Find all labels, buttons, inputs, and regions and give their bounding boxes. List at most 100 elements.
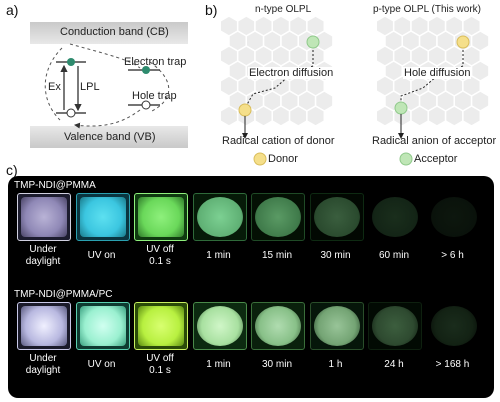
radical-cation-label: Radical cation of donor (222, 135, 335, 147)
afterglow-photo (368, 193, 422, 241)
afterglow-photo (192, 302, 247, 350)
caption-line: 0.1 s (149, 256, 171, 267)
afterglow-photo (134, 302, 188, 350)
time-caption: 30 min (306, 250, 366, 262)
caption-line: 24 h (384, 359, 404, 370)
time-caption: UV on (72, 250, 132, 262)
caption-line: Under (29, 244, 57, 255)
donor-marker-p (456, 35, 470, 49)
caption-line: 1 min (206, 250, 231, 261)
film-sample (196, 197, 243, 237)
time-caption: UV on (72, 359, 132, 371)
film-sample (21, 197, 67, 237)
hex-cell (375, 105, 395, 127)
acceptor-marker-p (394, 101, 408, 115)
band-diagram (30, 22, 188, 148)
valence-band-label: Valence band (VB) (64, 131, 156, 143)
caption-line: UV off (146, 353, 174, 364)
caption-line: UV off (146, 244, 174, 255)
caption-line: 1 min (206, 359, 231, 370)
film-sample (79, 306, 126, 346)
afterglow-photo (17, 193, 71, 241)
caption-line: daylight (25, 256, 61, 267)
film-sample (372, 197, 418, 237)
caption-line: 30 min (261, 359, 292, 370)
legend-acceptor-label: Acceptor (414, 153, 458, 165)
afterglow-photo (192, 193, 247, 241)
caption-line: 0.1 s (149, 365, 171, 376)
afterglow-photo (426, 302, 481, 350)
trapped-electron-dot (142, 66, 150, 74)
hex-cell (271, 105, 291, 127)
caption-line: Under (29, 353, 57, 364)
hex-lattice-diagram (219, 16, 490, 166)
electron-diffusion-label: Electron diffusion (248, 67, 335, 79)
caption-line: UV on (87, 250, 116, 261)
conduction-band-label: Conduction band (CB) (60, 26, 169, 38)
row-1-title: TMP-NDI@PMMA (14, 180, 96, 191)
legend-donor-swatch (253, 152, 267, 166)
caption-line: 30 min (320, 250, 351, 261)
panel-b-letter: b) (205, 2, 218, 18)
panel-c-letter: c) (6, 162, 18, 178)
film-sample (21, 306, 67, 346)
caption-line: 60 min (378, 250, 409, 261)
hex-cell (444, 105, 464, 127)
afterglow-photo (251, 193, 305, 241)
row-2-title: TMP-NDI@PMMA/PC (14, 289, 113, 300)
hex-cell (306, 105, 326, 127)
film-sample (255, 306, 301, 346)
n-type-title: n-type OLPL (255, 4, 312, 15)
time-caption: 1 min (189, 250, 249, 262)
valence-band (30, 126, 188, 148)
caption-line: 1 h (328, 359, 343, 370)
electron-trap-label: Electron trap (124, 56, 187, 68)
time-caption: > 6 h (423, 250, 483, 262)
hex-cell (410, 105, 430, 127)
afterglow-photo (368, 302, 422, 350)
afterglow-photo (17, 302, 71, 350)
afterglow-photo (75, 193, 130, 241)
acceptor-marker-n (306, 35, 320, 49)
film-sample (430, 306, 477, 346)
time-caption: 60 min (364, 250, 424, 262)
film-sample (79, 197, 126, 237)
time-caption: 24 h (364, 359, 424, 371)
film-sample (430, 197, 477, 237)
time-caption: 1 min (189, 359, 249, 371)
panel-a-letter: a) (6, 2, 19, 18)
afterglow-photo (251, 302, 305, 350)
conduction-band (30, 22, 188, 44)
time-caption: 15 min (247, 250, 307, 262)
film-sample (313, 306, 360, 346)
film-sample (255, 197, 301, 237)
hex-cell (462, 105, 482, 127)
ex-label: Ex (48, 81, 61, 93)
time-caption: 30 min (247, 359, 307, 371)
hex-cell (427, 105, 447, 127)
hex-cell (288, 105, 308, 127)
afterglow-photo (309, 193, 364, 241)
afterglow-photo (426, 193, 481, 241)
film-sample (313, 197, 360, 237)
hex-cell (219, 105, 239, 127)
caption-line: daylight (25, 365, 61, 376)
electron-dot (67, 58, 75, 66)
hole-trap-label: Hole trap (132, 90, 177, 102)
lpl-label: LPL (80, 81, 100, 93)
p-type-title: p-type OLPL (This work) (373, 4, 481, 15)
radical-anion-label: Radical anion of acceptor (372, 135, 497, 147)
caption-line: > 6 h (441, 250, 464, 261)
time-caption: 1 h (306, 359, 366, 371)
legend-acceptor-swatch (399, 152, 413, 166)
afterglow-photo (309, 302, 364, 350)
caption-line: > 168 h (435, 359, 470, 370)
film-sample (372, 306, 418, 346)
afterglow-photo (134, 193, 188, 241)
afterglow-photo (75, 302, 130, 350)
legend-donor-label: Donor (268, 153, 298, 165)
